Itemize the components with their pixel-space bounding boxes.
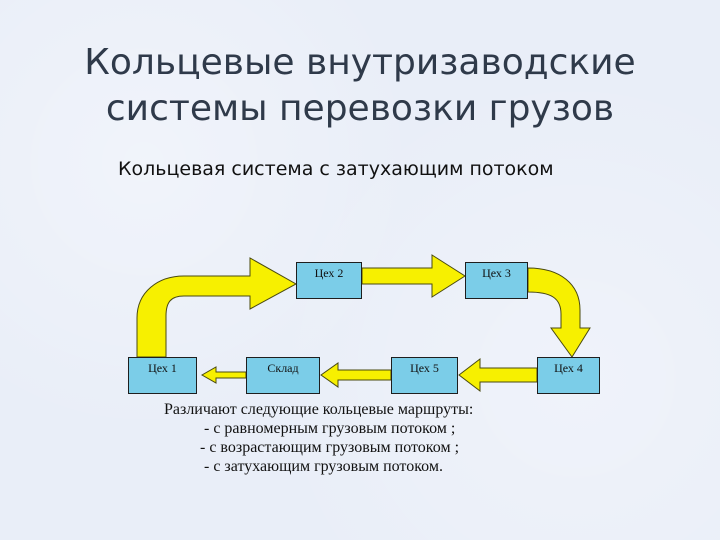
arrow-ceh1-to-ceh2: [136, 257, 298, 358]
node-ceh3: Цех 3: [465, 262, 528, 299]
node-ceh2: Цех 2: [296, 262, 362, 299]
node-sklad: Склад: [246, 357, 320, 394]
node-ceh5: Цех 5: [391, 357, 458, 394]
notes-line-4: - с затухающим грузовым потоком.: [204, 458, 443, 475]
arrow-ceh2-to-ceh3: [361, 254, 466, 298]
arrow-ceh3-to-ceh4: [527, 267, 591, 358]
route-types-notes: Различают следующие кольцевые маршруты: …: [162, 400, 602, 476]
node-ceh4-label: Цех 4: [554, 361, 583, 375]
title-line-1: Кольцевые внутризаводские: [84, 42, 636, 83]
arrow-sklad-to-ceh1: [200, 366, 247, 384]
arrow-ceh4-to-ceh5: [458, 357, 538, 393]
notes-line-2: - с равномерным грузовым потоком ;: [204, 420, 456, 437]
notes-line-3: - с возрастающим грузовым потоком ;: [200, 439, 460, 456]
node-ceh2-label: Цех 2: [314, 266, 344, 280]
node-sklad-label: Склад: [267, 361, 299, 375]
notes-line-1: Различают следующие кольцевые маршруты:: [164, 401, 474, 418]
slide-subtitle: Кольцевая система с затухающим потоком: [118, 158, 554, 180]
node-ceh5-label: Цех 5: [410, 361, 439, 375]
node-ceh1: Цех 1: [128, 357, 197, 394]
node-ceh3-label: Цех 3: [482, 266, 511, 280]
node-ceh4: Цех 4: [537, 357, 600, 394]
node-ceh1-label: Цех 1: [148, 361, 177, 375]
arrow-ceh5-to-sklad: [320, 362, 392, 388]
slide-title: Кольцевые внутризаводские системы перево…: [0, 40, 720, 132]
title-line-2: системы перевозки грузов: [105, 88, 615, 129]
